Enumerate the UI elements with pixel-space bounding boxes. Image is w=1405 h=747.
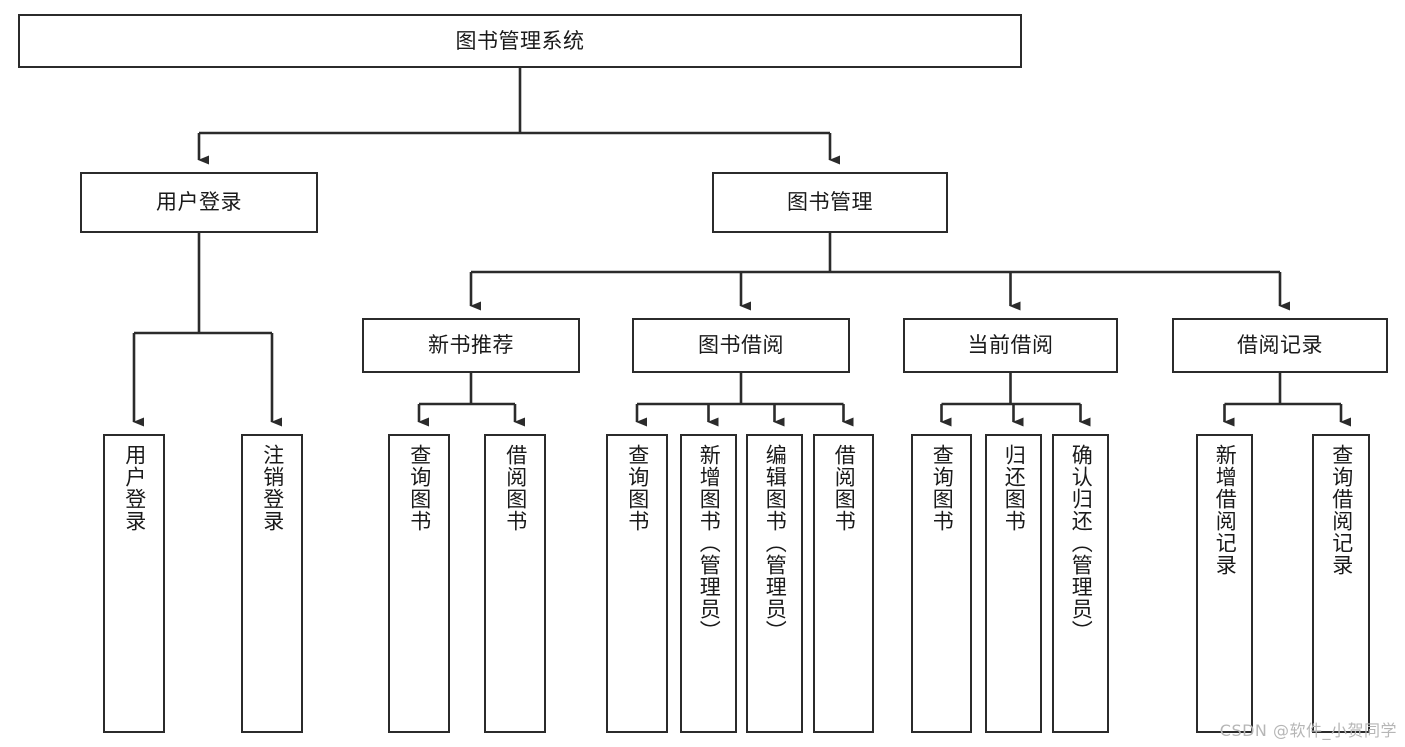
node-leaf-bor-4[interactable]: 借阅图书 xyxy=(813,434,874,733)
node-label: 图书借阅 xyxy=(698,333,784,358)
node-leaf-login-2[interactable]: 注销登录 xyxy=(241,434,303,733)
node-label: 用户登录 xyxy=(122,444,147,532)
node-leaf-login-1[interactable]: 用户登录 xyxy=(103,434,165,733)
node-l3-borrow[interactable]: 图书借阅 xyxy=(632,318,850,373)
node-l3-record[interactable]: 借阅记录 xyxy=(1172,318,1388,373)
node-leaf-rec-1[interactable]: 新增借阅记录 xyxy=(1196,434,1253,733)
node-leaf-new-2[interactable]: 借阅图书 xyxy=(484,434,546,733)
node-label: 借阅图书 xyxy=(832,444,857,532)
node-leaf-bor-2[interactable]: 新增图书（管理员） xyxy=(680,434,737,733)
node-leaf-cur-3[interactable]: 确认归还（管理员） xyxy=(1052,434,1109,733)
node-label: 查询借阅记录 xyxy=(1329,444,1354,576)
node-label: 新书推荐 xyxy=(428,333,514,358)
node-label: 查询图书 xyxy=(625,444,650,532)
node-label: 当前借阅 xyxy=(967,333,1054,358)
node-label: 注销登录 xyxy=(260,444,285,532)
node-label: 图书管理系统 xyxy=(455,28,585,53)
node-leaf-cur-2[interactable]: 归还图书 xyxy=(985,434,1042,733)
node-label: 查询图书 xyxy=(407,444,432,532)
node-leaf-bor-3[interactable]: 编辑图书（管理员） xyxy=(746,434,803,733)
node-label: 确认归还（管理员） xyxy=(1069,444,1094,642)
node-l2-manage[interactable]: 图书管理 xyxy=(712,172,948,233)
node-label: 借阅图书 xyxy=(503,444,528,532)
watermark-label: CSDN @软件_小贺同学 xyxy=(1219,721,1397,740)
node-leaf-rec-2[interactable]: 查询借阅记录 xyxy=(1312,434,1370,733)
node-label: 新增借阅记录 xyxy=(1213,444,1238,576)
node-label: 图书管理 xyxy=(787,190,873,215)
node-label: 新增图书（管理员） xyxy=(697,444,722,642)
node-leaf-new-1[interactable]: 查询图书 xyxy=(388,434,450,733)
node-root[interactable]: 图书管理系统 xyxy=(18,14,1022,68)
node-leaf-cur-1[interactable]: 查询图书 xyxy=(911,434,972,733)
node-l3-current[interactable]: 当前借阅 xyxy=(903,318,1118,373)
node-l2-login[interactable]: 用户登录 xyxy=(80,172,318,233)
node-label: 借阅记录 xyxy=(1237,333,1323,358)
node-label: 查询图书 xyxy=(930,444,955,532)
node-l3-newbook[interactable]: 新书推荐 xyxy=(362,318,580,373)
node-label: 编辑图书（管理员） xyxy=(763,444,788,642)
node-leaf-bor-1[interactable]: 查询图书 xyxy=(606,434,668,733)
node-label: 归还图书 xyxy=(1002,444,1027,532)
node-label: 用户登录 xyxy=(156,190,242,215)
